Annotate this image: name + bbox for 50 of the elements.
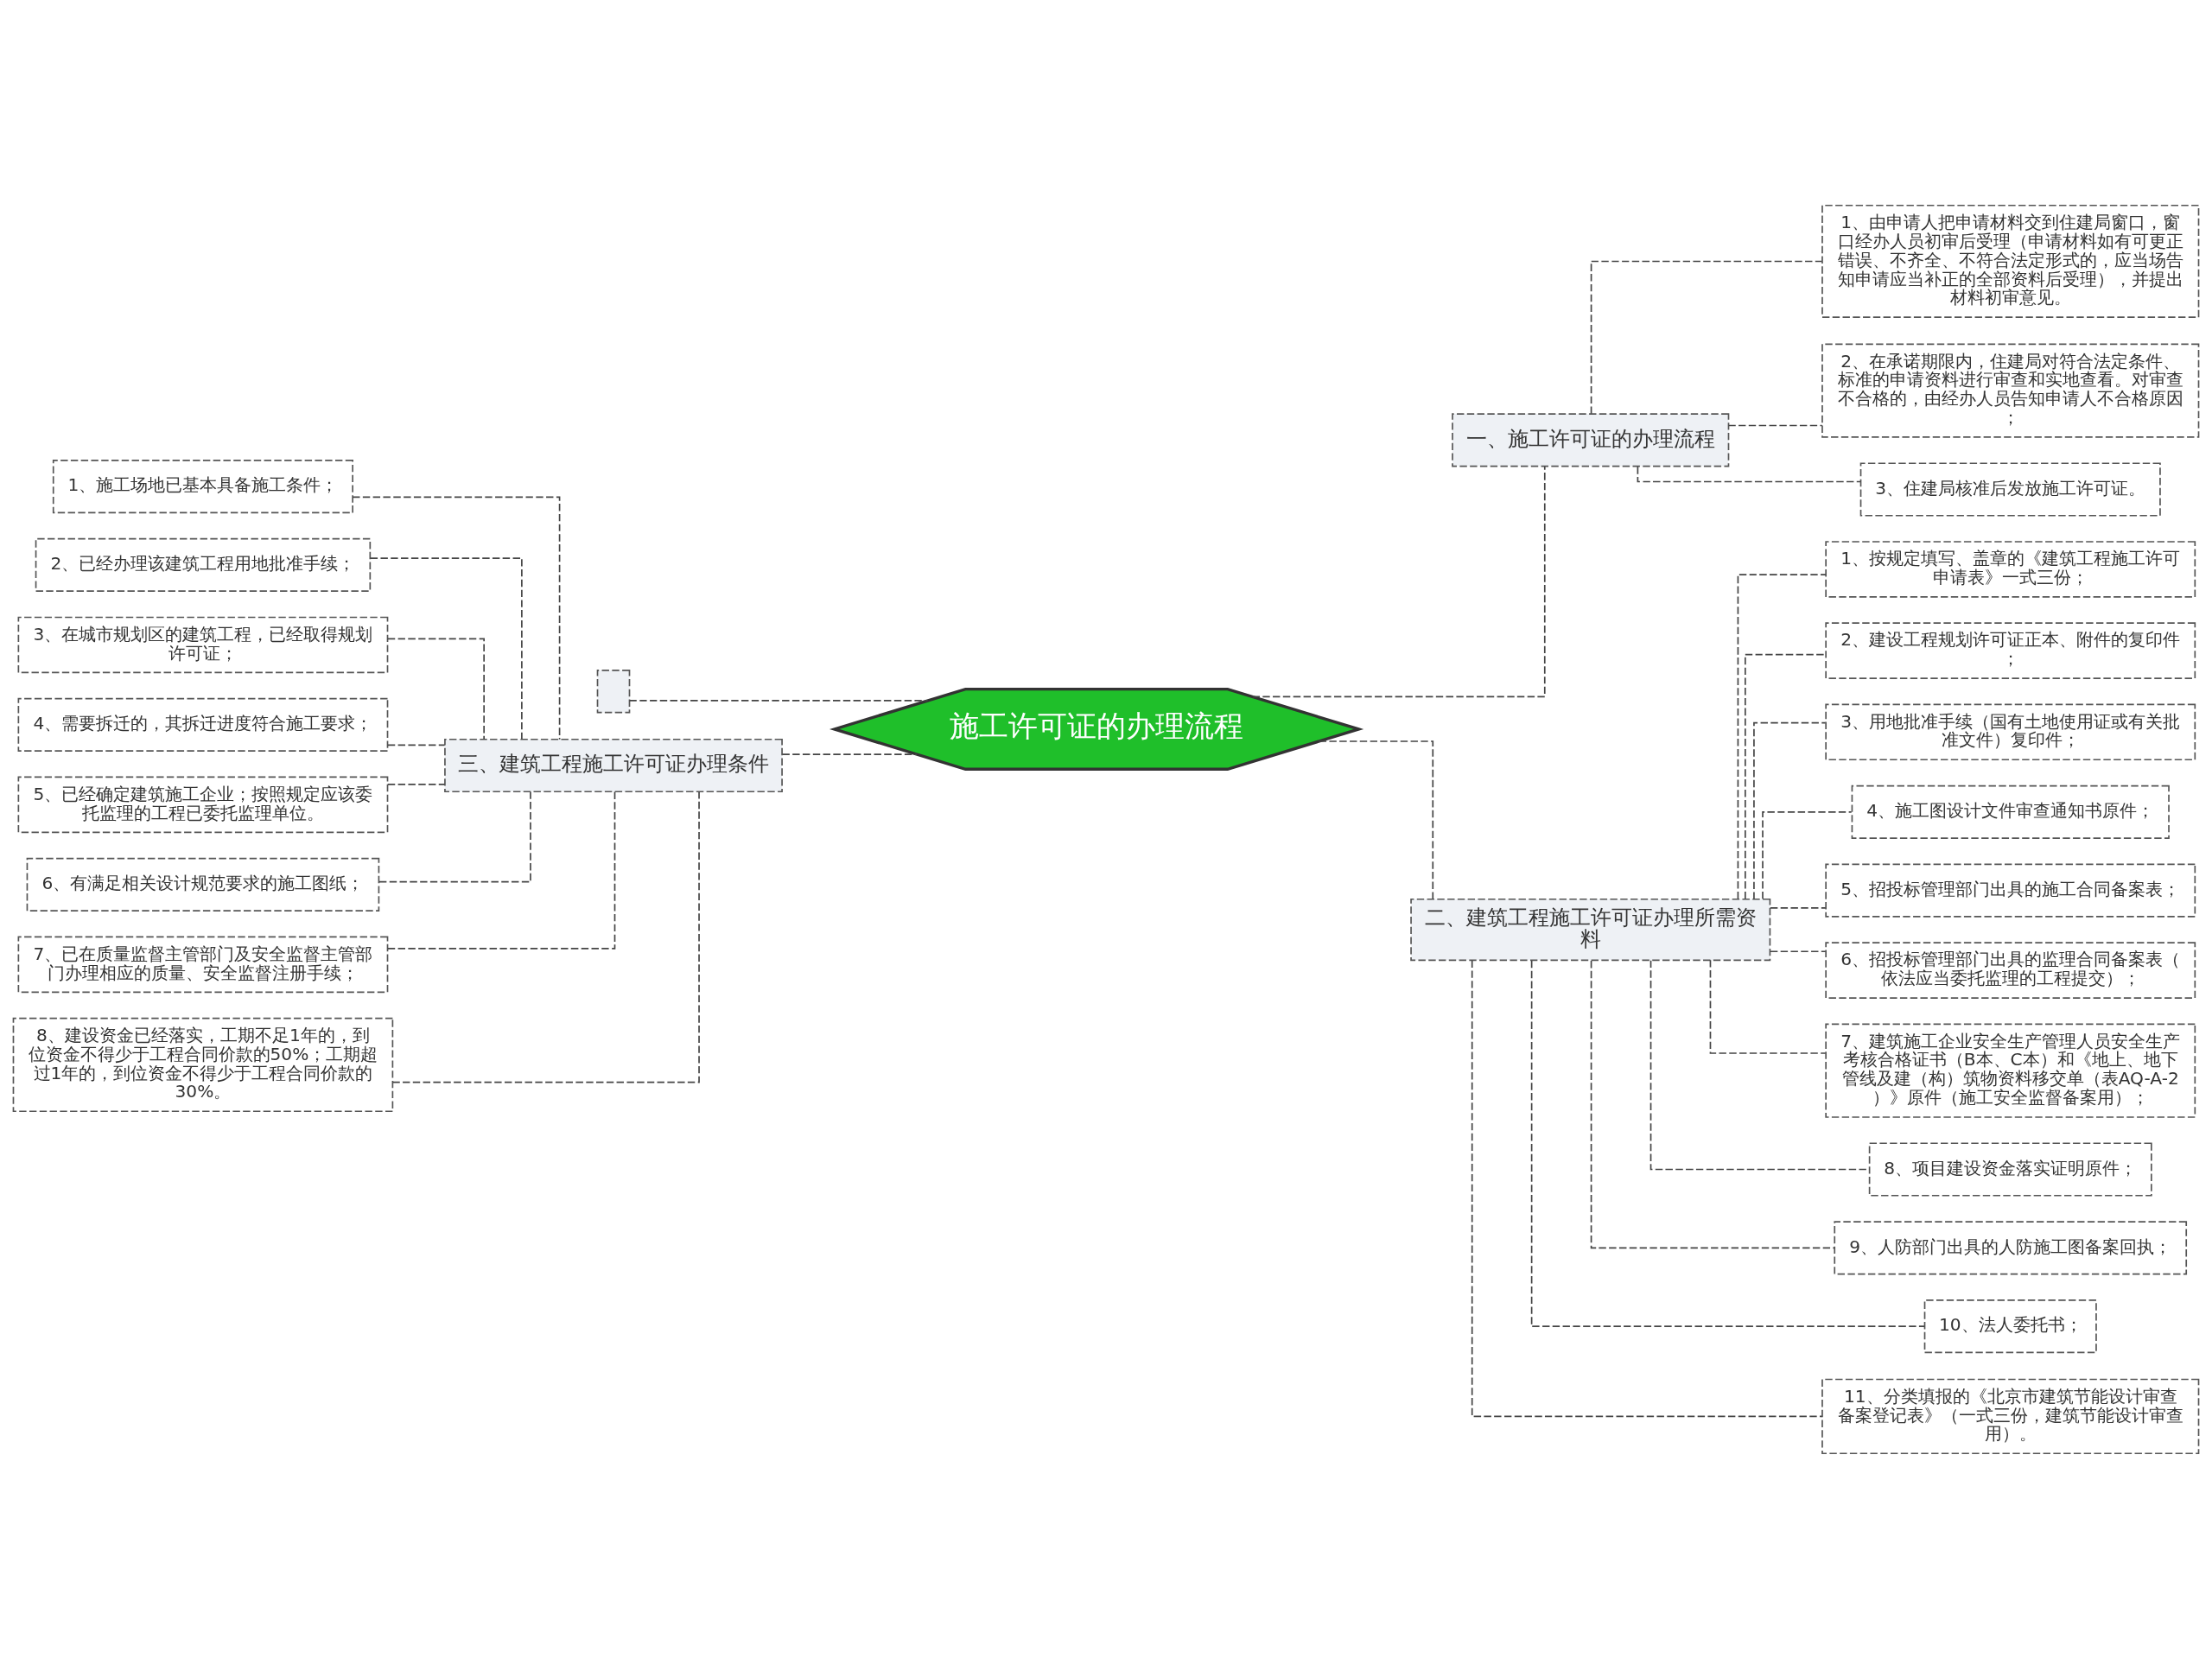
connector (628, 699, 929, 702)
connector (387, 791, 616, 950)
node-box: 8、建设资金已经落实，工期不足1年的，到位资金不得少于工程合同价款的50%；工期超过1年的，到位资金不得少于工程合同价款的30%。 (12, 1017, 394, 1112)
node-box: 4、施工图设计文件审查通知书原件； (1851, 785, 2170, 839)
connector (387, 744, 446, 746)
connector (1753, 721, 1827, 900)
node-box: 7、建筑施工企业安全生产管理人员安全生产考核合格证书（B本、C本）和《地上、地下管线及建（构）筑物资料移交单（表AQ-A-2）》原件（施工安全监督备案用）； (1825, 1023, 2196, 1118)
connector (1770, 906, 1827, 909)
node-box: 一、施工许可证的办理流程 (1452, 412, 1730, 467)
node-box: 1、施工场地已基本具备施工条件； (52, 459, 353, 513)
node-box: 3、住建局核准后发放施工许可证。 (1859, 461, 2161, 517)
node-box: 8、项目建设资金落实证明原件； (1868, 1141, 2152, 1197)
node-box: 3、在城市规划区的建筑工程，已经取得规划许可证； (17, 616, 389, 673)
connector (1530, 959, 1925, 1327)
node-box: 7、已在质量监督主管部门及安全监督主管部门办理相应的质量、安全监督注册手续； (17, 936, 389, 993)
connector (1770, 950, 1827, 952)
connector (378, 791, 531, 882)
node-box: 9、人防部门出具的人防施工图备案回执； (1834, 1220, 2188, 1274)
node-box: 11、分类填报的《北京市建筑节能设计审查备案登记表》（一式三份，建筑节能设计审查用）。 (1821, 1378, 2200, 1454)
node-box: 三、建筑工程施工许可证办理条件 (444, 738, 783, 792)
node-box: 6、招投标管理部门出具的监理合同备案表（依法应当委托监理的工程提交）； (1825, 941, 2196, 999)
node-box: 6、有满足相关设计规范要求的施工图纸； (26, 857, 380, 912)
connector (1251, 465, 1546, 697)
node-box: 3、用地批准手续（国有土地使用证或有关批准文件）复印件； (1825, 703, 2196, 760)
node-box: 1、按规定填写、盖章的《建筑工程施工许可申请表》一式三份； (1825, 540, 2196, 598)
connector (1727, 424, 1823, 426)
connector (1737, 573, 1827, 899)
node-box: 2、在承诺期限内，住建局对符合法定条件、标准的申请资料进行审查和实地查看。对审查不合格的，由经办人员告知申请人不合格原因； (1821, 343, 2200, 438)
node-box: 2、建设工程规划许可证正本、附件的复印件； (1825, 621, 2196, 679)
connector (1318, 740, 1434, 899)
connector (352, 496, 561, 740)
connector (1745, 653, 1827, 899)
node-box: 1、由申请人把申请材料交到住建局窗口，窗口经办人员初审后受理（申请材料如有可更正错误、不齐全、不符合法定形式的，应当场告知申请应当补正的全部资料后受理），并提出材料初审意见。 (1821, 204, 2200, 318)
connector (1590, 260, 1823, 415)
connector (1590, 959, 1835, 1248)
node-box: 10、法人委托书； (1923, 1299, 2097, 1353)
node-box: 5、招投标管理部门出具的施工合同备案表； (1825, 863, 2196, 918)
connector (1471, 959, 1823, 1417)
node-box: 二、建筑工程施工许可证办理所需资料 (1410, 898, 1771, 961)
connector (781, 753, 918, 755)
connector (391, 791, 700, 1083)
connector (1709, 959, 1827, 1054)
connector (369, 556, 523, 740)
node-box (596, 669, 631, 713)
connector (386, 638, 485, 740)
connector (387, 783, 446, 785)
node-box: 5、已经确定建筑施工企业；按照规定应该委托监理的工程已委托监理单位。 (17, 776, 389, 833)
node-box: 2、已经办理该建筑工程用地批准手续； (35, 537, 372, 592)
connector (1762, 810, 1853, 899)
node-box: 4、需要拆迁的，其拆迁进度符合施工要求； (17, 697, 389, 752)
